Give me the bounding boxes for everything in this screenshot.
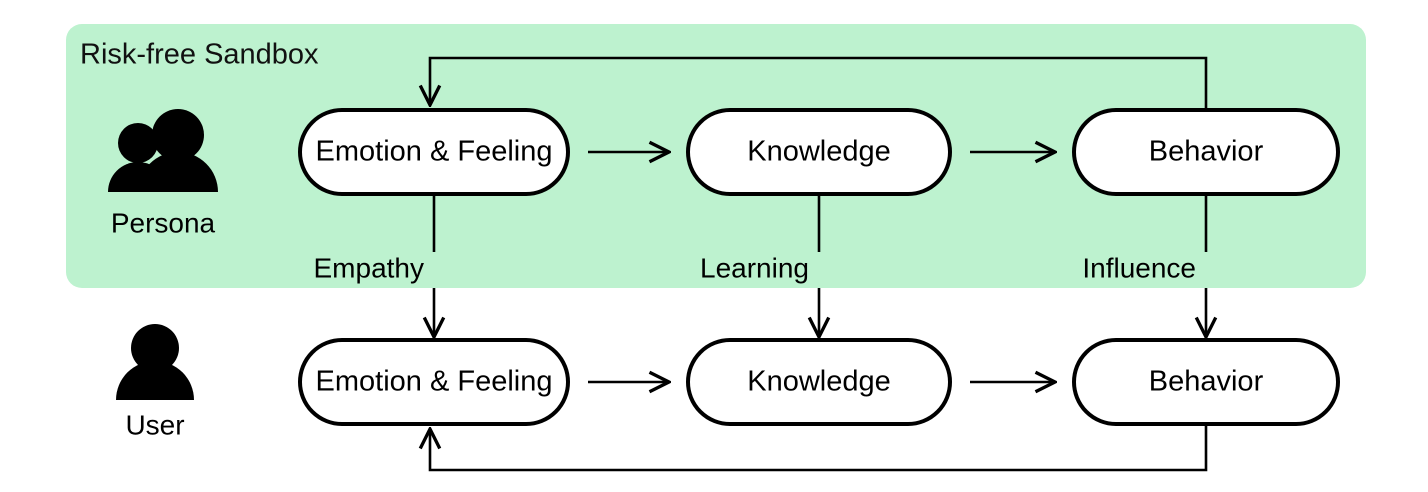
single-person-icon (116, 324, 194, 400)
two-people-icon (108, 109, 218, 192)
node-user-behavior[interactable]: Behavior (1072, 338, 1340, 426)
node-label: Knowledge (747, 136, 891, 168)
arrow-persona-feedback-loop (430, 56, 1208, 108)
node-label: Behavior (1149, 366, 1264, 398)
sandbox-title: Risk-free Sandbox (80, 39, 319, 71)
edge-label-learning: Learning (700, 252, 809, 283)
edge-label-influence: Influence (1082, 252, 1196, 283)
actor-label-user: User (125, 409, 184, 440)
arrow-user-feedback-loop (430, 426, 1208, 472)
actor-label-persona: Persona (111, 207, 216, 238)
node-persona-emotion[interactable]: Emotion & Feeling (298, 108, 570, 196)
node-user-emotion[interactable]: Emotion & Feeling (298, 338, 570, 426)
node-user-knowledge[interactable]: Knowledge (686, 338, 952, 426)
node-persona-knowledge[interactable]: Knowledge (686, 108, 952, 196)
edge-label-empathy: Empathy (314, 252, 425, 283)
node-label: Behavior (1149, 136, 1264, 168)
node-persona-behavior[interactable]: Behavior (1072, 108, 1340, 196)
node-label: Emotion & Feeling (316, 366, 553, 398)
node-label: Knowledge (747, 366, 891, 398)
node-label: Emotion & Feeling (316, 136, 553, 168)
